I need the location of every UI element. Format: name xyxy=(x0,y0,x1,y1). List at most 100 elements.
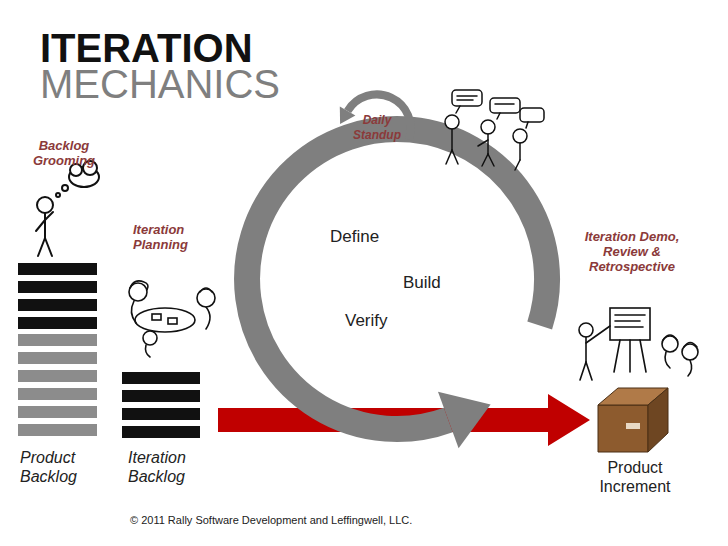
node-label: Iteration Backlog xyxy=(128,448,212,486)
thinking-figure xyxy=(38,238,45,256)
planning-figures xyxy=(200,288,212,292)
node-label: Verify xyxy=(345,311,415,331)
standup-figures xyxy=(513,129,527,143)
planning-figures xyxy=(206,307,210,329)
demo-figures xyxy=(586,362,592,380)
demo-figures xyxy=(688,360,692,376)
standup-figures xyxy=(478,140,488,146)
thinking-figure xyxy=(45,238,52,256)
standup-loop: Daily Standup xyxy=(345,112,409,146)
standup-figures xyxy=(482,154,488,166)
demo-figures xyxy=(580,362,586,380)
backlog-bar xyxy=(18,317,97,329)
backlog-bar xyxy=(18,263,97,329)
demo-figures xyxy=(579,323,593,337)
increment-cube xyxy=(598,388,668,452)
planning-figures xyxy=(143,331,157,345)
demo-figures xyxy=(640,340,646,372)
demo-figures xyxy=(615,320,640,322)
node-label: Build xyxy=(403,273,463,293)
increment-cube xyxy=(598,405,648,452)
standup-figures xyxy=(451,129,453,150)
iteration-cycle: DefineBuildVerify xyxy=(247,129,547,429)
iteration-bar xyxy=(122,426,200,438)
backlog-stack: Iteration Backlog xyxy=(120,366,218,500)
thinking-figure xyxy=(56,193,60,197)
activity-label: Iteration Planning xyxy=(133,222,213,252)
backlog-bar xyxy=(18,406,97,418)
node-label: Product Increment xyxy=(590,458,680,496)
iteration-bar xyxy=(122,408,200,420)
standup-figures xyxy=(456,106,460,113)
cycle-ring xyxy=(247,129,547,429)
planning-figures xyxy=(197,289,215,307)
activity-label: Backlog Grooming xyxy=(26,138,102,168)
diagram-title: ITERATION MECHANICS xyxy=(40,30,302,102)
iteration-bar xyxy=(122,390,200,402)
cycle-ring xyxy=(247,129,547,448)
standup-figures xyxy=(452,150,458,164)
standup-figures xyxy=(457,95,477,97)
thinking-figure xyxy=(44,213,46,238)
planning-figures xyxy=(130,281,148,290)
demo-figures xyxy=(662,336,678,352)
copyright-caption: © 2011 Rally Software Development and Le… xyxy=(130,514,510,527)
backlog-bar xyxy=(18,424,97,436)
backlog-stack: Product Backlog xyxy=(14,258,104,500)
backlog-bar xyxy=(18,388,97,400)
increment-cube xyxy=(648,388,668,452)
backlog-bar xyxy=(18,281,97,293)
demo-figures xyxy=(684,343,697,348)
standup-ring xyxy=(340,107,356,125)
cycle-ring xyxy=(438,392,491,448)
standup-figures xyxy=(446,150,452,164)
standup-figures xyxy=(519,143,521,160)
demo-figures xyxy=(585,337,587,362)
thinking-figure xyxy=(37,197,53,213)
backlog-bar xyxy=(18,334,97,436)
backlog-bar xyxy=(18,334,97,346)
demo-figures xyxy=(629,340,631,372)
planning-figures xyxy=(152,314,161,320)
demo-figures xyxy=(586,326,610,343)
standup-figures xyxy=(488,154,494,166)
standup-figures xyxy=(452,90,482,106)
demo-figures xyxy=(615,314,645,316)
increment-cube xyxy=(626,423,640,429)
standup-figures xyxy=(515,160,520,170)
standup-figures xyxy=(487,134,489,154)
planning-figures xyxy=(131,301,136,323)
thinking-figure xyxy=(36,220,45,231)
standup-figures xyxy=(457,99,473,101)
planning-figures xyxy=(168,318,177,324)
backlog-bar xyxy=(18,263,97,275)
increment-box: Product Increment xyxy=(590,384,680,502)
node-label: Daily Standup xyxy=(345,113,409,143)
node-label: Product Backlog xyxy=(20,448,104,486)
iteration-bar xyxy=(122,372,200,438)
standup-figures xyxy=(490,98,520,113)
demo-figures xyxy=(614,340,620,372)
demo-figures xyxy=(665,352,670,368)
backlog-bar xyxy=(18,299,97,311)
backlog-bar xyxy=(18,370,97,382)
activity-label: Iteration Demo, Review & Retrospective xyxy=(582,229,682,274)
standup-figures xyxy=(445,90,544,170)
iteration-bar xyxy=(122,372,200,384)
backlog-bar xyxy=(18,352,97,364)
demo-figures xyxy=(615,326,643,328)
thinking-figure xyxy=(36,161,99,256)
standup-figures xyxy=(495,103,514,105)
planning-figures xyxy=(146,345,151,357)
planning-figures xyxy=(129,281,215,357)
demo-figures xyxy=(610,308,650,340)
standup-figures xyxy=(526,122,528,128)
thinking-figure xyxy=(45,212,53,220)
thinking-figure xyxy=(62,185,68,191)
node-label: Define xyxy=(330,227,410,247)
standup-figures xyxy=(445,115,459,129)
standup-figures xyxy=(520,108,544,122)
standup-figures xyxy=(497,113,500,119)
demo-figures xyxy=(663,335,677,340)
